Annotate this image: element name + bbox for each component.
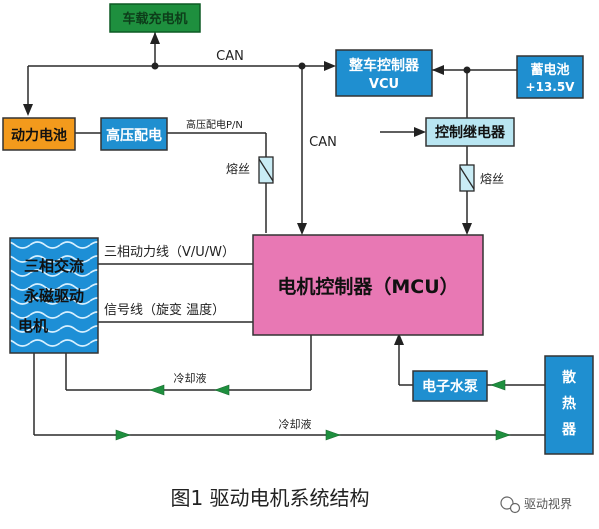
watermark-text: 驱动视界 [524, 496, 572, 511]
radiator-node: 散 热 器 [544, 355, 594, 455]
battery-12v-node: 蓄电池 +13.5V [516, 55, 584, 99]
fuse-left [258, 156, 274, 184]
fuse-left-label: 熔丝 [226, 161, 250, 176]
motor-label-line3: 电机 [18, 317, 48, 335]
coolant-label-1: 冷却液 [174, 371, 207, 385]
junction-dots [151, 62, 471, 74]
arrow-heads [23, 32, 472, 345]
control-relay-node: 控制继电器 [425, 117, 515, 147]
can-mid-label: CAN [309, 135, 337, 150]
radiator-label-1: 散 [562, 369, 577, 386]
control-relay-label: 控制继电器 [435, 124, 506, 141]
charger-label: 车载充电机 [122, 11, 187, 27]
fuse-right [459, 164, 475, 192]
chat-bubble-icon [500, 496, 521, 514]
water-pump-label: 电子水泵 [422, 378, 478, 395]
water-pump-node: 电子水泵 [412, 370, 488, 402]
motor-label-line1: 三相交流 [24, 257, 84, 275]
battery-label-line1: 蓄电池 [530, 62, 569, 78]
charger-node: 车载充电机 [109, 3, 201, 33]
watermark: 驱动视界 [500, 496, 572, 514]
hv-distribution-node: 高压配电 [100, 117, 168, 151]
battery-label-line2: +13.5V [526, 80, 576, 94]
vcu-label-line1: 整车控制器 [348, 57, 420, 74]
motor-label-line2: 永磁驱动 [23, 287, 84, 305]
vcu-label-line2: VCU [369, 77, 399, 92]
signal-line-label: 信号线（旋变 温度） [104, 302, 225, 318]
radiator-label-2: 热 [562, 395, 576, 412]
motor-node: 三相交流 永磁驱动 电机 [9, 237, 99, 354]
fuse-right-label: 熔丝 [480, 171, 504, 186]
hv-distribution-label: 高压配电 [106, 127, 162, 144]
power-battery-node: 动力电池 [2, 117, 76, 151]
mcu-node: 电机控制器（MCU） [252, 234, 484, 336]
power-battery-label: 动力电池 [11, 127, 67, 144]
connection-lines [27, 32, 545, 436]
radiator-label-3: 器 [561, 422, 577, 438]
three-phase-label: 三相动力线（V/U/W） [104, 245, 235, 260]
vcu-node: 整车控制器 VCU [335, 49, 433, 97]
coolant-label-2: 冷却液 [279, 417, 312, 431]
mcu-label: 电机控制器（MCU） [277, 275, 458, 298]
coolant-arrows [115, 379, 511, 441]
hv-pn-label: 高压配电P/N [186, 118, 243, 131]
figure-caption: 图1 驱动电机系统结构 [170, 486, 369, 510]
can-top-label: CAN [216, 49, 244, 64]
